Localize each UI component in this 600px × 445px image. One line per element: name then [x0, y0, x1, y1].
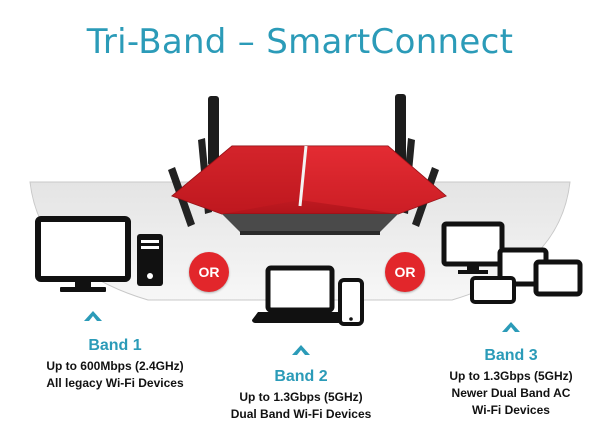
band-2-devices: Dual Band Wi-Fi Devices — [230, 407, 372, 421]
band-3-speed: Up to 1.3Gbps (5GHz) — [449, 369, 573, 383]
band-3-devices-2: Wi-Fi Devices — [472, 403, 550, 417]
band-1-info: Band 1 Up to 600Mbps (2.4GHz) All legacy… — [20, 337, 210, 392]
band-2-speed: Up to 1.3Gbps (5GHz) — [239, 390, 363, 404]
band-3-name: Band 3 — [484, 347, 538, 364]
chevron-up-icon — [502, 322, 520, 332]
desktop-computer-icon — [35, 216, 163, 292]
monitor-tablets-icon — [441, 221, 583, 304]
laptop-phone-icon — [252, 265, 364, 326]
band-2-info: Band 2 Up to 1.3Gbps (5GHz) Dual Band Wi… — [206, 368, 396, 423]
band-3-info: Band 3 Up to 1.3Gbps (5GHz) Newer Dual B… — [416, 347, 600, 419]
router-icon — [168, 94, 447, 235]
or-badge-left: OR — [189, 252, 229, 292]
band-1-devices: All legacy Wi-Fi Devices — [46, 376, 184, 390]
chevron-up-icon — [84, 311, 102, 321]
band-3-devices: Newer Dual Band AC — [451, 386, 571, 400]
page-title: Tri-Band – SmartConnect — [86, 22, 514, 62]
or-badge-right: OR — [385, 252, 425, 292]
band-1-speed: Up to 600Mbps (2.4GHz) — [46, 359, 184, 373]
band-1-name: Band 1 — [88, 337, 142, 354]
band-2-name: Band 2 — [274, 368, 328, 385]
chevron-up-icon — [292, 345, 310, 355]
